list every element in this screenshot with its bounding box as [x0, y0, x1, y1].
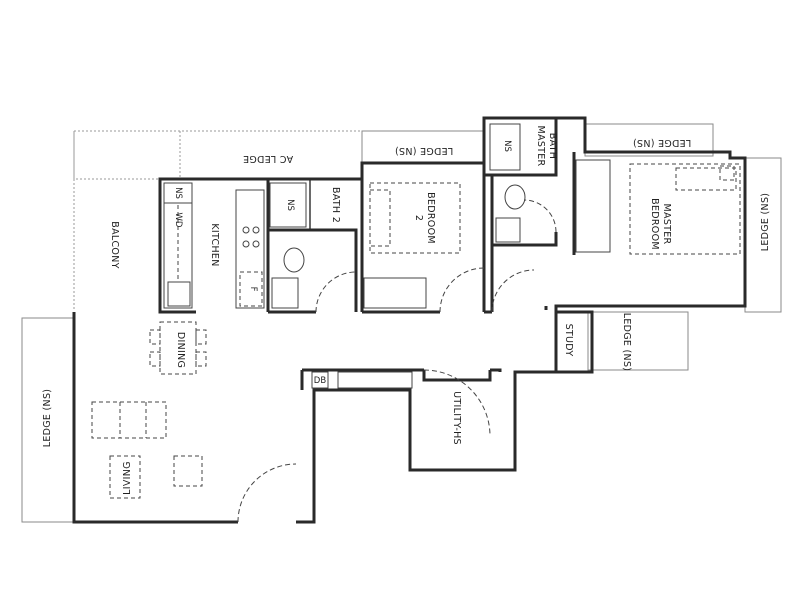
label-bedroom2-2: 2: [413, 215, 424, 221]
ledge-study-outline: [587, 311, 689, 371]
label-living: LIVING: [122, 461, 133, 495]
master-shower: [489, 123, 521, 171]
kitchen-fixtures: [163, 182, 265, 309]
bath2-door: [315, 271, 357, 313]
bedroom2-door: [439, 267, 485, 313]
burner-1: [242, 226, 250, 234]
master-bath-door: [523, 199, 557, 233]
label-bath2: BATH 2: [330, 187, 341, 223]
label-bedroom2-1: BEDROOM: [425, 192, 436, 244]
master-bed-nightstand: [719, 165, 735, 181]
master-bedroom-wall: [544, 152, 576, 310]
door-swings: [237, 199, 557, 523]
dining-chair-2: [149, 351, 161, 367]
sofa: [91, 401, 167, 439]
room-labels: BALCONY KITCHEN AC LEDGE LEDGE (NS) LEDG…: [42, 126, 771, 495]
burner-3: [242, 240, 250, 248]
label-master-bedroom-2: BEDROOM: [649, 198, 660, 250]
label-fridge: F: [248, 287, 258, 292]
burner-4: [252, 240, 260, 248]
label-ns-bath2: NS: [285, 199, 295, 211]
walls: [72, 116, 747, 524]
bath2-basin: [271, 277, 299, 309]
label-ledge-left: LEDGE (NS): [42, 389, 53, 448]
master-bath-walls: [484, 118, 558, 312]
armchair: [173, 455, 203, 487]
outer-wall: [72, 116, 747, 524]
label-master-bedroom-1: MASTER: [661, 204, 672, 245]
coffee-table: [109, 455, 141, 499]
label-ns-kitchen: NS: [173, 187, 183, 199]
kitchen-left-wall: [158, 179, 196, 314]
fridge: [239, 271, 263, 307]
bedroom2-bed: [369, 182, 461, 254]
corridor-cabinet: [337, 371, 413, 389]
ns-box-kitchen: [163, 182, 193, 204]
label-balcony: BALCONY: [109, 221, 120, 268]
master-bath-fixtures: [489, 123, 526, 243]
master-door: [491, 269, 535, 313]
main-door: [237, 463, 297, 523]
label-master-bath-1: MASTER: [535, 126, 546, 167]
label-study: STUDY: [563, 324, 574, 357]
hob-counter: [235, 189, 265, 309]
bedroom2-wardrobe: [363, 277, 427, 309]
corridor-wall: [300, 368, 502, 390]
master-toilet: [504, 184, 526, 210]
living-dining-furniture: [91, 321, 413, 499]
label-kitchen: KITCHEN: [209, 223, 220, 266]
master-wardrobe: [575, 159, 611, 253]
master-bed: [629, 163, 741, 255]
dining-chair-3: [195, 329, 207, 345]
label-ledge-study: LEDGE (NS): [621, 313, 632, 372]
label-utility: UTILITY-HS: [451, 391, 462, 445]
label-dining: DINING: [175, 332, 186, 368]
bedroom2-walls: [360, 163, 492, 314]
bath2-shower: [269, 182, 307, 228]
dining-table: [159, 321, 197, 375]
utility-door: [423, 369, 491, 437]
utility-walls: [422, 370, 492, 382]
label-master-bath-2: BATH: [547, 133, 558, 159]
label-wd: WD: [173, 213, 183, 228]
label-ledge-right: LEDGE (NS): [760, 193, 771, 252]
kitchen-sink: [167, 281, 191, 307]
dining-chair-1: [149, 329, 161, 345]
master-bedroom-fixtures: [575, 159, 741, 255]
label-ac-ledge: AC LEDGE: [243, 153, 293, 164]
ledge-outlines: [21, 123, 782, 523]
bath2-fixtures: [269, 182, 307, 309]
bedroom2-fixtures: [363, 182, 461, 309]
master-basin: [495, 217, 521, 243]
bedroom2-pillow: [369, 189, 391, 247]
label-ledge-top-right: LEDGE (NS): [633, 137, 692, 148]
burner-2: [252, 226, 260, 234]
master-bed-pillows: [675, 167, 737, 191]
bath2-toilet: [283, 247, 305, 273]
label-db: DB: [314, 376, 327, 386]
label-ledge-top: LEDGE (NS): [395, 145, 454, 156]
dining-chair-4: [195, 351, 207, 367]
label-ns-master: NS: [502, 140, 512, 152]
bath2-walls: [266, 179, 358, 314]
ac-ledge-outline: [73, 130, 363, 180]
db-box: [311, 371, 329, 389]
